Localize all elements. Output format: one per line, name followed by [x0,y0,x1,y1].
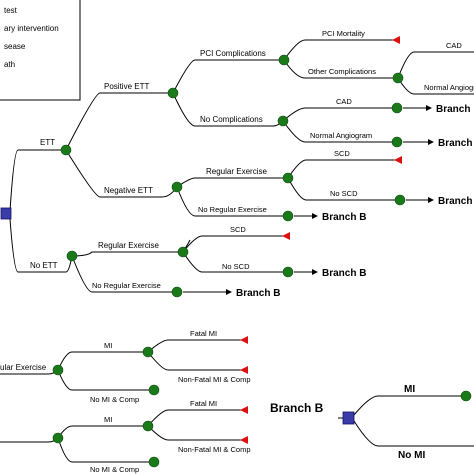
label-mi-2: MI [104,415,112,424]
chance-node-no-complications [277,115,289,127]
chance-node-pci-complications [278,54,290,66]
label-normal-angiogram-2: Normal Angiogram [310,131,372,140]
label-branch-partial-3: Branch [438,196,472,207]
label-non-fatal-mi-1: Non-Fatal MI & Comp [178,375,251,384]
branch-b-tree: Branch B MI No MI [270,384,474,461]
edge-regular-exercise-1 [176,177,288,188]
chance-node-no-regular-exercise-1 [282,210,294,222]
edge-positive-ett [65,92,173,151]
edge-cad-1 [397,51,474,79]
label-branch-b-3: Branch B [236,288,280,299]
label-other-complications: Other Complications [308,67,376,76]
label-no-scd-1: No SCD [330,189,358,198]
label-negative-ett: Negative ETT [104,186,153,195]
label-branch-b-1: Branch B [322,212,366,223]
chance-node-normal-angiogram-2 [391,136,403,148]
chance-node-negative-ett [171,181,183,193]
chance-node-no-regular-exercise-2 [171,286,183,298]
label-scd-1: SCD [334,149,350,158]
label-no-mi-1: No MI & Comp [90,395,139,404]
label-branch-partial-2: Branch [438,138,472,149]
label-regular-exercise-bl: ular Exercise [0,363,47,372]
edge-regular-exercise-2 [71,251,183,257]
label-regular-exercise-2: Regular Exercise [98,241,159,250]
chance-node-no-ett [66,250,78,262]
label-pci-complications: PCI Complications [200,49,266,58]
main-tree: ETT No ETT Positive ETT Negative ETT PCI… [0,29,474,299]
edge-cad-2 [282,107,397,122]
label-cad-2: CAD [336,97,352,106]
chance-node-no-scd-2 [282,266,294,278]
legend: test ary intervention sease ath [0,0,81,101]
terminal-node-scd-2 [282,232,290,240]
edge-negative-ett [65,149,178,198]
legend-item-disease: sease [4,42,26,51]
legend-item-test: test [4,6,18,15]
label-scd-2: SCD [230,225,246,234]
label-no-scd-2: No SCD [222,262,250,271]
terminal-node-scd-1 [394,156,402,164]
label-positive-ett: Positive ETT [104,82,149,91]
label-no-regular-exercise-1: No Regular Exercise [198,205,267,214]
chance-node-regular-exercise-1 [282,172,294,184]
label-branch-b-no-mi: No MI [398,450,425,461]
legend-item-death: ath [4,60,15,69]
edge-scd-1 [287,159,400,179]
label-fatal-mi-1: Fatal MI [190,329,217,338]
edge-ett [9,149,66,212]
label-no-mi-2: No MI & Comp [90,465,139,474]
chance-node-other-complications [392,72,404,84]
label-normal-angiogram-1: Normal Angiogr [424,83,474,92]
edge-no-ett [9,218,73,273]
label-branch-partial-1: Branch [436,104,470,115]
decision-node-root [0,207,12,220]
label-branch-b-title: Branch B [270,401,324,415]
edge-scd-2 [182,235,288,253]
label-no-regular-exercise-2: No Regular Exercise [92,281,161,290]
label-cad-1: CAD [446,41,462,50]
edge-pci-mortality [283,39,396,61]
label-branch-b-mi: MI [404,384,415,395]
label-regular-exercise-1: Regular Exercise [206,167,267,176]
label-ett: ETT [40,138,55,147]
label-pci-mortality: PCI Mortality [322,29,365,38]
label-no-ett: No ETT [30,261,58,270]
chance-node-cad-2 [391,102,403,114]
edge-pci-complications [172,59,284,94]
legend-item-intervention: ary intervention [4,24,59,33]
label-fatal-mi-2: Fatal MI [190,399,217,408]
chance-node-regular-exercise-2 [177,246,189,258]
terminal-node-pci-mortality [392,36,400,44]
chance-node-positive-ett [167,87,179,99]
label-branch-b-2: Branch B [322,268,366,279]
bottom-left-tree: ular Exercise MI Fatal MI Non-Fatal MI &… [0,329,251,474]
label-no-complications: No Complications [200,115,263,124]
chance-node-no-scd-1 [394,194,406,206]
chance-node-ett [60,144,72,156]
label-non-fatal-mi-2: Non-Fatal MI & Comp [178,445,251,454]
label-mi-1: MI [104,341,112,350]
